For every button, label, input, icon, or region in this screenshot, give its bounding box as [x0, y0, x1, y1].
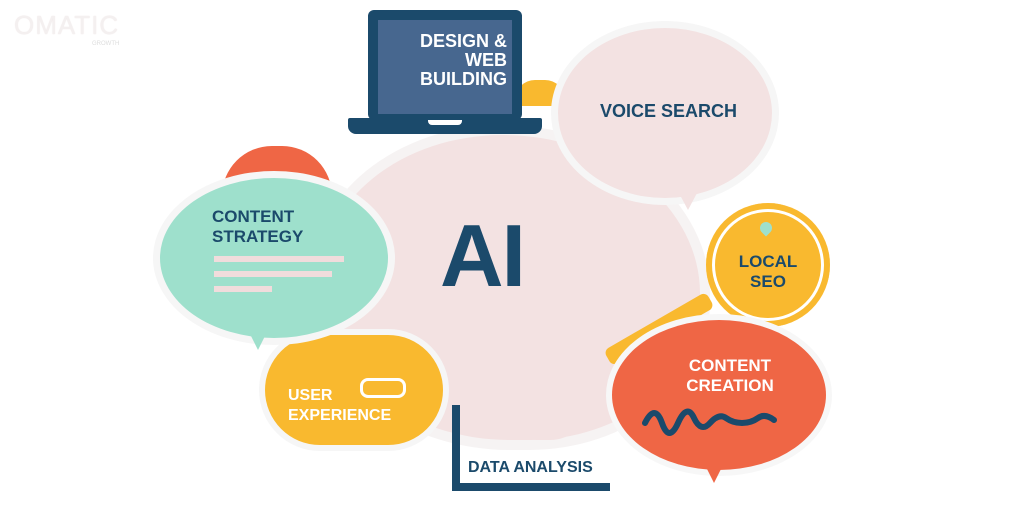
design-web-building-label: Design & Web Building	[419, 31, 507, 89]
data-axis-horizontal	[452, 483, 610, 491]
text-line	[214, 286, 272, 292]
local-seo-label: Local SEO	[738, 252, 798, 292]
content-strategy-label: Content Strategy	[212, 207, 304, 247]
logo-subtitle: GROWTH	[92, 41, 120, 47]
strategy-bubble-tail	[242, 318, 274, 350]
ai-label: AI	[440, 206, 526, 305]
connector-decoration	[515, 80, 565, 106]
voice-bubble-tail	[672, 180, 704, 210]
laptop-base	[348, 118, 542, 134]
content-creation-label: Content Creation	[686, 356, 774, 395]
squiggle-icon	[642, 408, 777, 436]
text-line	[214, 256, 344, 262]
mouse-cable-icon	[360, 378, 406, 398]
user-experience-label: User Experience	[288, 387, 392, 424]
user-experience-mouse	[265, 335, 443, 445]
brain-stem	[500, 380, 590, 440]
content-creation-bubble	[612, 320, 826, 470]
creation-bubble-tail	[700, 455, 728, 483]
laptop-notch	[428, 120, 462, 125]
data-analysis-label: Data Analysis	[468, 459, 593, 476]
voice-search-bubble	[558, 28, 772, 198]
laptop-screen	[378, 20, 512, 114]
text-line	[214, 271, 332, 277]
logo: OMATIC	[14, 10, 120, 40]
data-axis-vertical	[452, 405, 460, 491]
voice-search-label: Voice Search	[600, 101, 738, 121]
